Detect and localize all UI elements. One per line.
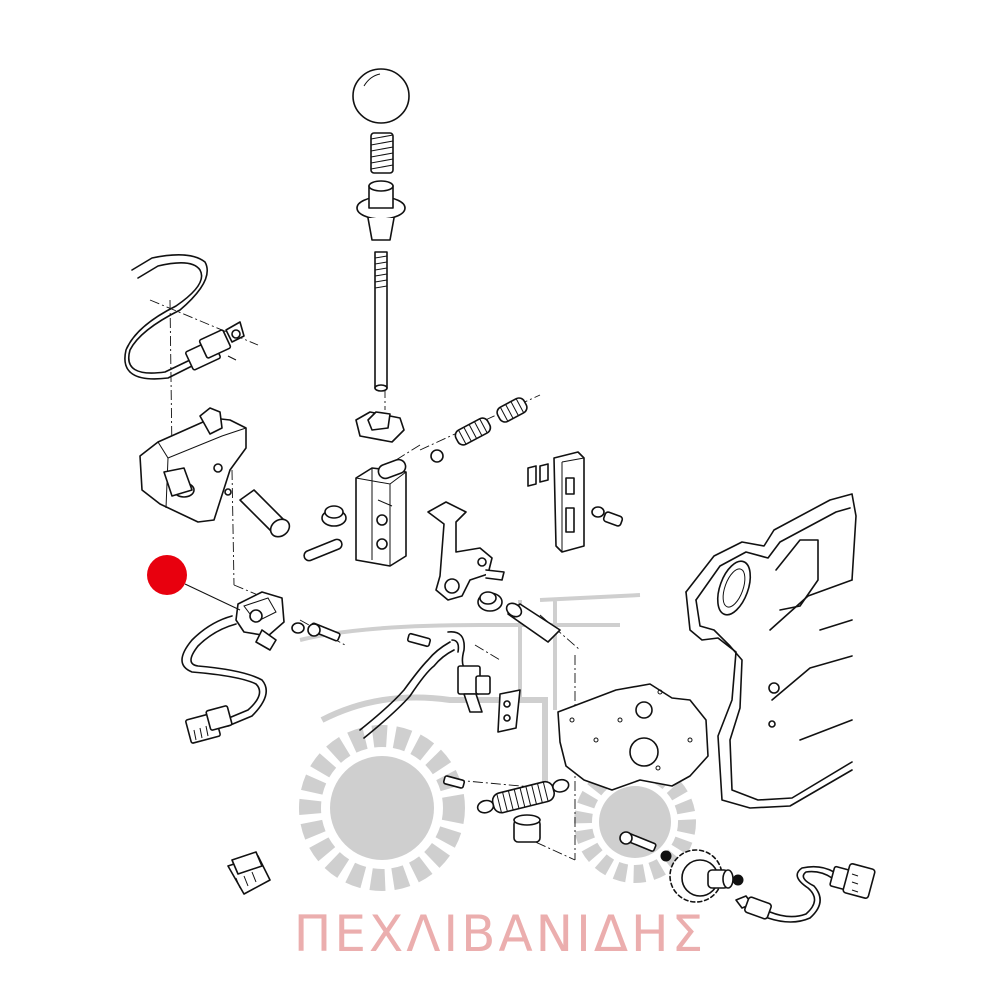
sensor-screw <box>291 622 341 642</box>
pivot-pin <box>477 591 561 643</box>
tension-spring <box>442 775 570 814</box>
wire-harness-center <box>359 631 521 739</box>
watermark-logo <box>299 593 696 891</box>
watermark-brand-text: ΠΕΧΛΙΒΑΝΙΔΗΣ <box>293 905 707 963</box>
switch-harness-upper <box>124 254 245 380</box>
highlight-leader-line <box>184 583 241 611</box>
pivot-bushing <box>321 505 347 527</box>
sensor-harness-right <box>735 863 876 923</box>
shift-knob <box>352 68 410 124</box>
bracket-shaft <box>239 489 291 538</box>
position-sensor-with-harness <box>181 591 285 744</box>
connector-plug <box>227 851 271 895</box>
watermark-gear-left <box>299 725 465 891</box>
detent-bracket-right <box>527 451 624 553</box>
selector-link-plate <box>427 501 505 601</box>
rear-frame-housing <box>685 493 857 809</box>
shift-lever-rod <box>374 251 388 392</box>
gearbox-mounting-plate <box>557 683 709 791</box>
detent-spring <box>454 397 528 446</box>
gear-wheel-sensor <box>619 831 744 903</box>
selector-housing <box>355 458 407 567</box>
knob-spring <box>370 132 394 174</box>
lever-boot-bushing <box>356 180 406 241</box>
lever-guide-block <box>355 411 405 443</box>
switch-bracket <box>139 407 247 523</box>
highlight-callout <box>147 555 241 611</box>
roll-pin <box>303 538 343 562</box>
highlight-marker-dot <box>147 555 187 595</box>
rubber-stop <box>513 814 541 843</box>
detent-ball <box>430 449 444 463</box>
